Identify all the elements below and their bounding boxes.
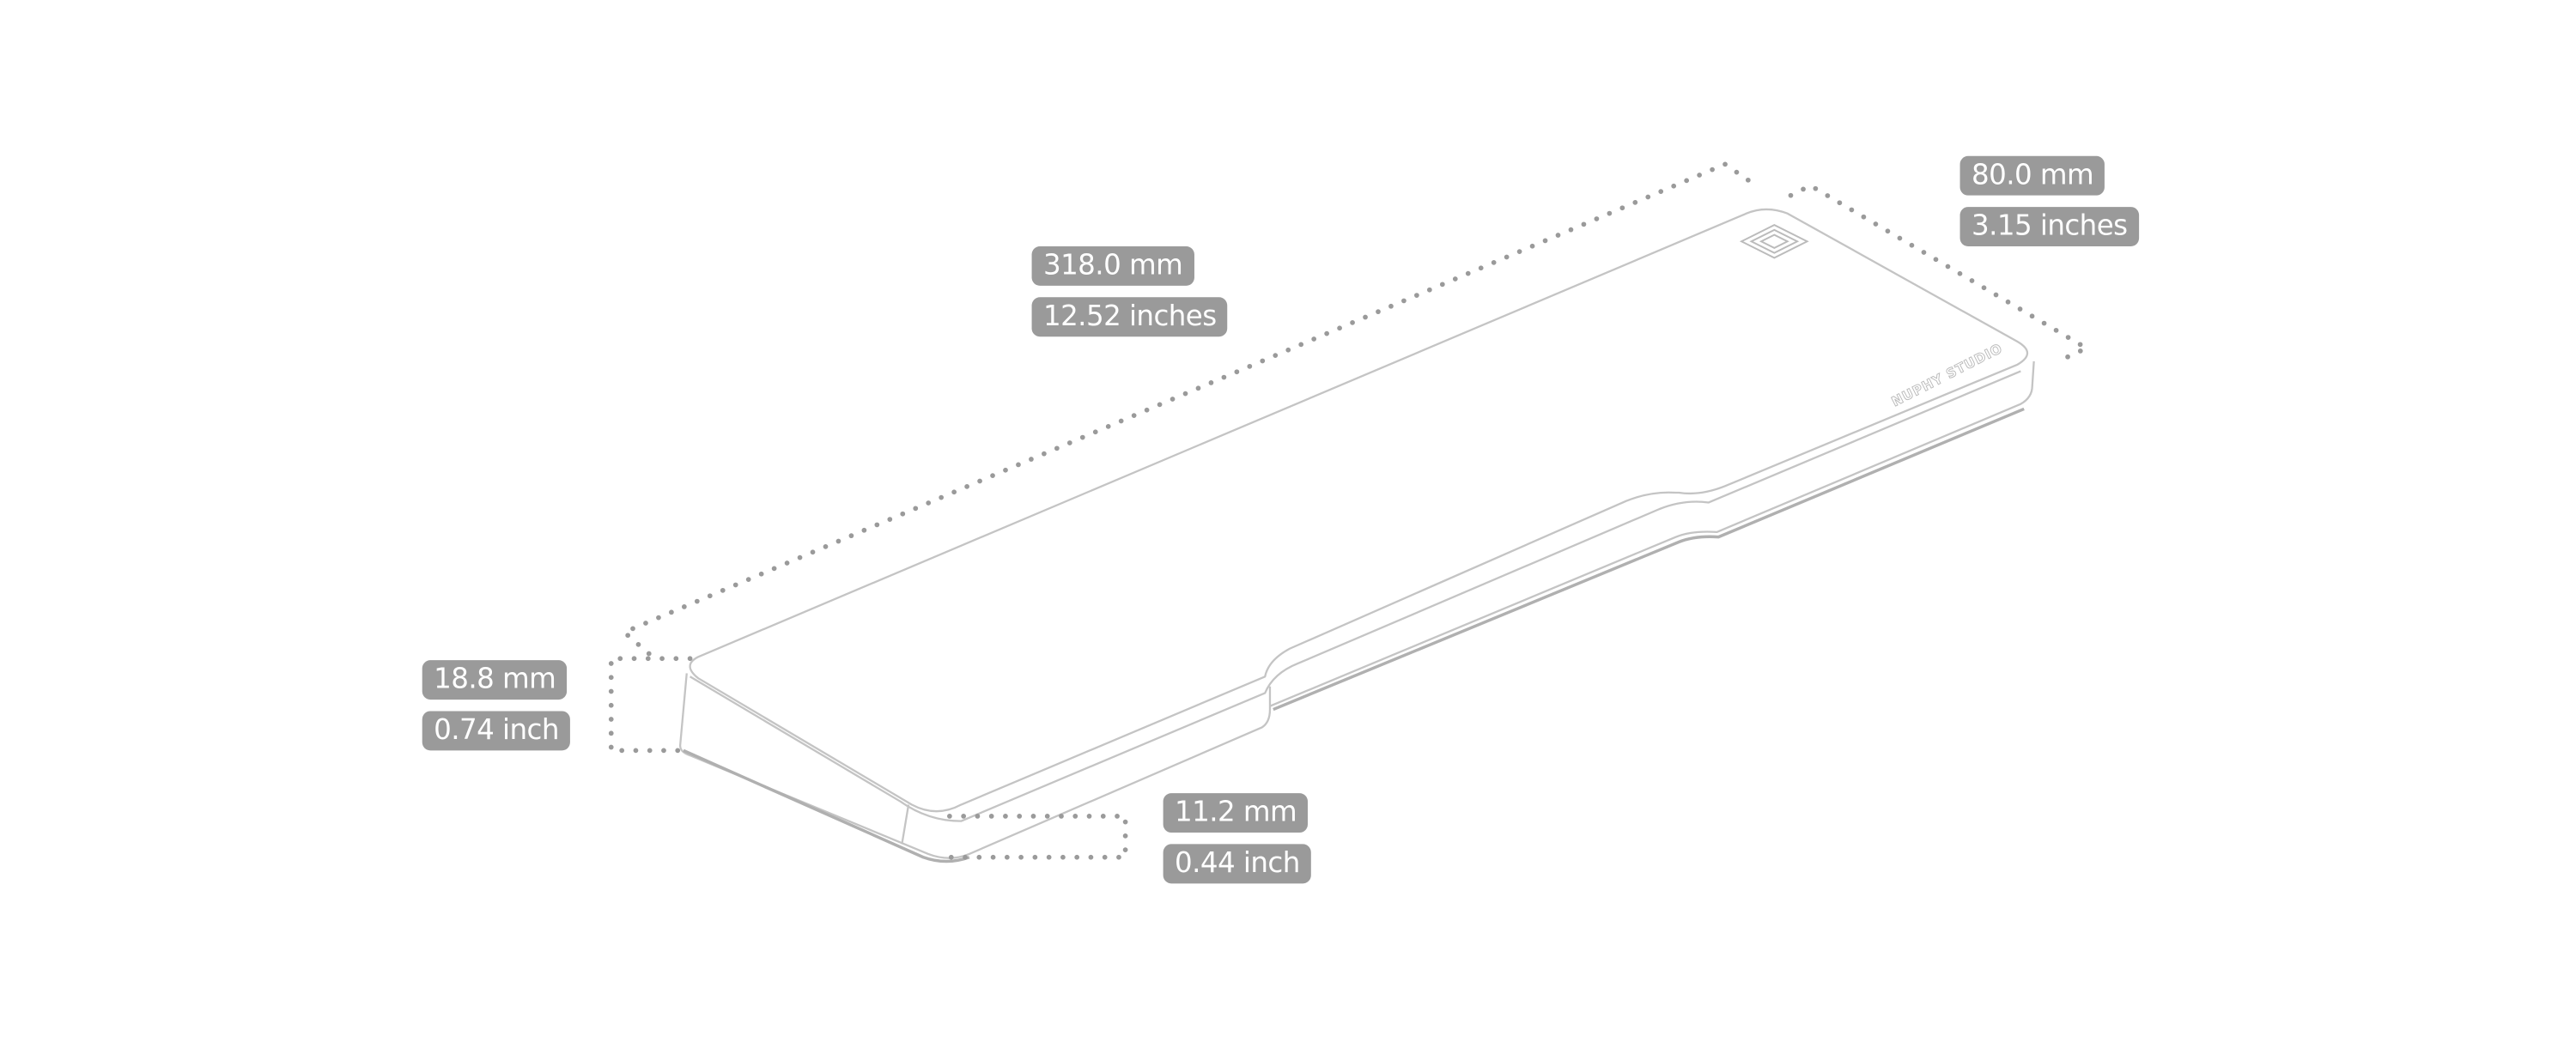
length-mm-label: 318.0 mm: [1031, 245, 1194, 286]
width-dimension-line: [1788, 182, 2093, 362]
length-inch-label: 12.52 inches: [1031, 297, 1229, 337]
height-min-inch-label: 0.44 inch: [1163, 844, 1312, 884]
height-min-mm-label: 11.2 mm: [1163, 793, 1309, 833]
length-dimension-line: [619, 161, 1754, 657]
nuphy-logo-icon: [1739, 224, 1809, 259]
width-mm-label: 80.0 mm: [1959, 155, 2105, 196]
top-surface: [689, 208, 2029, 813]
height-max-mm-label: 18.8 mm: [422, 660, 568, 700]
width-inch-label: 3.15 inches: [1959, 207, 2139, 246]
height-max-dimension-line: [608, 656, 693, 754]
height-max-inch-label: 0.74 inch: [422, 711, 571, 751]
height-min-dimension-line: [947, 814, 1128, 860]
